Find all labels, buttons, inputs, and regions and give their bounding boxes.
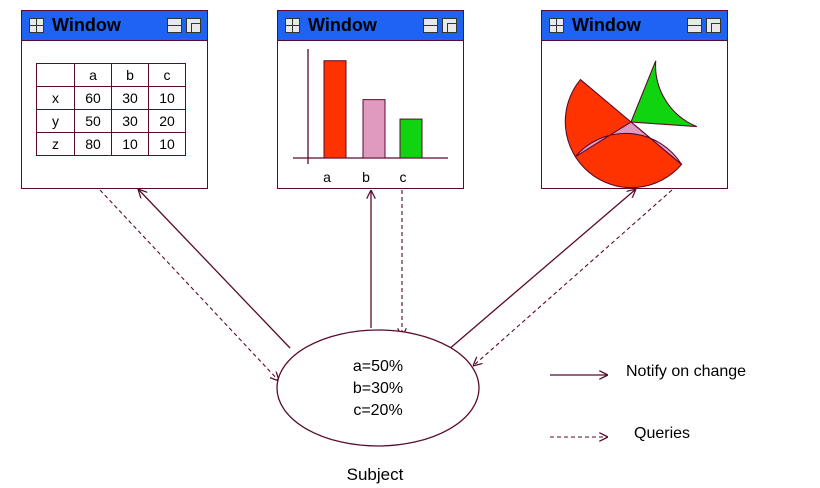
restore-icon[interactable] xyxy=(186,18,201,33)
row-header: x xyxy=(36,86,75,110)
table-corner-cell xyxy=(36,63,75,87)
table-cell: 10 xyxy=(148,132,186,156)
table-cell: 20 xyxy=(148,109,186,133)
maximize-icon[interactable] xyxy=(423,18,438,33)
window-title: Window xyxy=(308,15,377,35)
table-row: y 50 30 20 xyxy=(36,109,186,133)
table-cell: 30 xyxy=(111,86,149,110)
row-header: z xyxy=(36,132,75,156)
window-menu-icon[interactable] xyxy=(285,18,300,33)
maximize-icon[interactable] xyxy=(167,18,182,33)
restore-icon[interactable] xyxy=(706,18,721,33)
x-tick-label: c xyxy=(400,169,407,185)
column-header: c xyxy=(148,63,186,87)
x-tick-label: b xyxy=(362,169,370,185)
window-title: Window xyxy=(572,15,641,35)
table-cell: 30 xyxy=(111,109,149,133)
window-body: a b c x 60 30 10 y 50 30 20 z 80 10 10 xyxy=(22,41,207,188)
column-header: b xyxy=(111,63,149,87)
x-tick-label: a xyxy=(323,169,331,185)
table-cell: 50 xyxy=(74,109,112,133)
data-table: a b c x 60 30 10 y 50 30 20 z 80 10 10 xyxy=(36,63,186,156)
title-bar[interactable]: Window xyxy=(278,11,463,41)
subject-label: Subject xyxy=(346,465,404,484)
subject-value-b: b=30% xyxy=(352,380,404,397)
table-window: Window a b c x 60 30 10 y 50 30 20 xyxy=(21,10,208,189)
bar-chart-window: Window a b c xyxy=(277,10,464,189)
subject-value-c: c=20% xyxy=(353,402,403,419)
bar-b xyxy=(362,99,386,159)
row-header: y xyxy=(36,109,75,133)
query-arrow-table xyxy=(99,189,279,381)
table-row: z 80 10 10 xyxy=(36,132,186,156)
title-bar[interactable]: Window xyxy=(542,11,727,41)
notify-arrow-pie xyxy=(447,189,636,351)
bar-a xyxy=(323,60,347,159)
window-menu-icon[interactable] xyxy=(549,18,564,33)
legend-notify-label: Notify on change xyxy=(626,363,747,380)
bar-c xyxy=(399,118,423,159)
table-cell: 10 xyxy=(148,86,186,110)
pie-chart-window: Window xyxy=(541,10,728,189)
title-bar[interactable]: Window xyxy=(22,11,207,41)
maximize-icon[interactable] xyxy=(687,18,702,33)
legend-queries-label: Queries xyxy=(634,425,691,442)
window-body xyxy=(542,41,727,189)
column-header: a xyxy=(74,63,112,87)
table-cell: 10 xyxy=(111,132,149,156)
table-row: x 60 30 10 xyxy=(36,86,186,110)
subject-value-a: a=50% xyxy=(352,358,404,375)
pie-slice-c xyxy=(630,60,698,128)
table-cell: 60 xyxy=(74,86,112,110)
pie-chart xyxy=(564,60,698,189)
table-cell: 80 xyxy=(74,132,112,156)
pie-slice-b xyxy=(574,121,683,165)
window-menu-icon[interactable] xyxy=(29,18,44,33)
window-title: Window xyxy=(52,15,121,35)
restore-icon[interactable] xyxy=(442,18,457,33)
notify-arrow-table xyxy=(138,189,291,349)
query-arrow-pie xyxy=(473,189,673,366)
bar-chart: a b c xyxy=(293,49,448,185)
window-body: a b c xyxy=(278,41,463,188)
table-header-row: a b c xyxy=(36,63,186,87)
